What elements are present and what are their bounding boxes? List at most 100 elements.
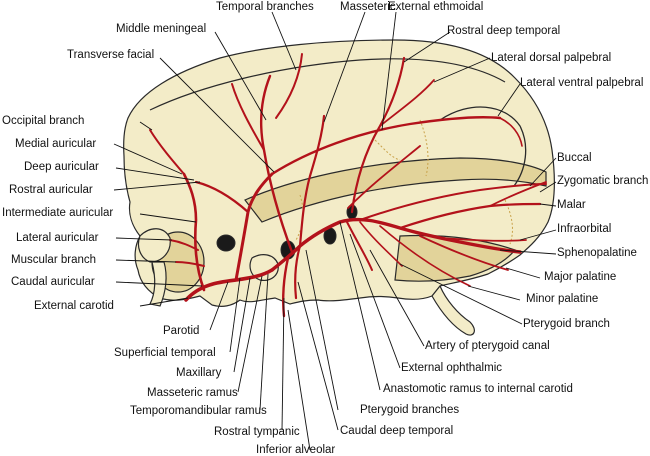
label-middle-meningeal: Middle meningeal (116, 23, 206, 35)
leader-line (323, 11, 366, 123)
label-rostral-auricular: Rostral auricular (9, 184, 93, 196)
label-buccal: Buccal (557, 152, 592, 164)
leader-line (467, 285, 521, 301)
label-sphenopalatine: Sphenopalatine (557, 247, 637, 259)
orbit-rim (439, 106, 527, 187)
leader-line (209, 281, 229, 331)
label-minor-palatine: Minor palatine (526, 293, 598, 305)
leader-line (139, 121, 153, 131)
external-ethmoidal-artery (347, 145, 421, 209)
pterygoid-hamulus (431, 284, 475, 336)
label-anastomotic-ramus: Anastomotic ramus to internal carotid (383, 383, 573, 395)
leader-line (271, 11, 297, 71)
label-intermediate-auricular: Intermediate auricular (2, 207, 113, 219)
label-pterygoid-branch: Pterygoid branch (523, 318, 610, 330)
caudal-deep-temporal-artery (298, 114, 326, 248)
minor-palatine-artery (379, 225, 471, 287)
label-infraorbital: Infraorbital (557, 223, 611, 235)
leader-lines (113, 11, 557, 451)
label-temporal-branches: Temporal branches (216, 1, 314, 13)
leader-line (539, 181, 557, 193)
transverse-facial-artery (270, 116, 502, 176)
leader-line (519, 229, 557, 241)
muscular-branch-artery (175, 261, 205, 267)
leader-line (539, 203, 557, 207)
label-temporomandibular-ramus: Temporomandibular ramus (130, 405, 267, 417)
leader-line (505, 267, 541, 279)
leader-line (381, 11, 397, 131)
leader-line (115, 237, 173, 241)
sphenopalatine-artery (439, 237, 527, 242)
temporal-branch-artery (231, 83, 265, 151)
leader-line (115, 259, 177, 263)
leader-line (403, 31, 451, 63)
leader-line (369, 249, 425, 347)
occipital-condyle (137, 228, 171, 263)
palpebral-artery (499, 117, 523, 147)
label-external-ethmoidal: External ethmoidal (388, 1, 483, 13)
label-lateral-dorsal-palpebral: Lateral dorsal palpebral (491, 52, 611, 64)
label-inferior-alveolar: Inferior alveolar (256, 444, 335, 456)
label-lateral-auricular: Lateral auricular (16, 232, 99, 244)
label-artery-of-pterygoid-canal: Artery of pterygoid canal (425, 340, 550, 352)
leader-line (139, 213, 197, 223)
masseteric-artery (294, 244, 302, 300)
leader-line (113, 181, 201, 191)
rostral-deep-temporal-branch (379, 79, 435, 127)
leader-line (139, 297, 189, 307)
label-parotid: Parotid (163, 325, 199, 337)
leader-line (297, 281, 339, 431)
major-palatine-artery (419, 235, 509, 271)
label-external-carotid: External carotid (34, 300, 114, 312)
leader-line (115, 281, 203, 287)
zygomatic-arch (244, 157, 547, 223)
buccal-artery (359, 183, 547, 221)
leader-line (305, 249, 339, 411)
pterygoid-branch-artery (359, 221, 403, 267)
label-rostral-tympanic: Rostral tympanic (214, 426, 300, 438)
label-muscular-branch: Muscular branch (11, 254, 96, 266)
lateral-auricular-artery (169, 239, 199, 251)
leader-line (287, 309, 311, 451)
label-medial-auricular: Medial auricular (15, 138, 96, 150)
leader-line (159, 57, 275, 173)
maxillary-artery (270, 217, 522, 272)
leader-line (229, 277, 241, 353)
leader-line (115, 167, 195, 181)
label-pterygoid-branches: Pterygoid branches (360, 404, 459, 416)
external-acoustic-meatus (216, 234, 236, 252)
leader-line (237, 275, 263, 393)
temporal-branch-artery (275, 53, 303, 119)
label-masseteric-ramus: Masseteric ramus (147, 387, 238, 399)
label-caudal-auricular: Caudal auricular (11, 276, 95, 288)
leader-line (259, 273, 269, 411)
leader-line (499, 249, 557, 255)
label-caudal-deep-temporal: Caudal deep temporal (340, 425, 453, 437)
leader-line (433, 57, 491, 83)
label-occipital-branch: Occipital branch (2, 115, 84, 127)
skull-illustration (123, 39, 555, 336)
label-rostral-deep-temporal: Rostral deep temporal (447, 25, 560, 37)
label-deep-auricular: Deep auricular (24, 161, 99, 173)
label-malar: Malar (557, 199, 586, 211)
external-ophthalmic-artery (345, 219, 373, 271)
arterial-tree (149, 53, 547, 318)
leader-line (281, 297, 285, 431)
leader-line (497, 83, 521, 117)
leader-line (214, 31, 267, 121)
leader-line (113, 143, 183, 175)
occipital-branch-artery (149, 129, 185, 175)
rostral-auricular-artery (194, 180, 250, 214)
caudal-auricular-artery (182, 172, 206, 292)
retroarticular-process (249, 254, 279, 281)
suture-line (419, 119, 429, 177)
sagittal-crest (149, 58, 506, 111)
label-zygomatic-branch: Zygomatic branch (557, 175, 648, 187)
leader-line (399, 263, 523, 325)
label-maxillary: Maxillary (176, 367, 222, 379)
malar-artery (489, 181, 547, 207)
leader-line (529, 157, 557, 187)
